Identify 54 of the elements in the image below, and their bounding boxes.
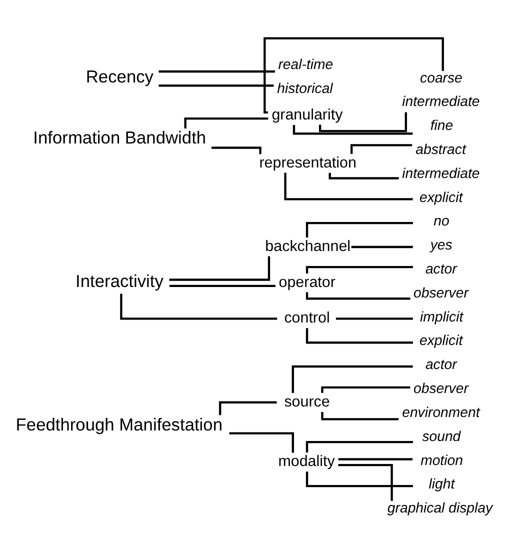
node-text: sound xyxy=(422,427,461,444)
node-text: Feedthrough Manifestation xyxy=(16,414,223,434)
node-text: light xyxy=(428,475,455,492)
node-text: representation xyxy=(259,154,356,171)
node-text: real-time xyxy=(278,56,334,72)
connector xyxy=(169,256,270,280)
connector xyxy=(321,386,410,392)
node-text: explicit xyxy=(420,332,463,348)
node-text: Information Bandwidth xyxy=(33,127,206,148)
connector xyxy=(170,284,276,286)
connector xyxy=(306,471,413,487)
node-text: source xyxy=(284,392,330,410)
node-text: Recency xyxy=(86,66,154,86)
node-text: Interactivity xyxy=(76,270,164,290)
connector xyxy=(306,266,413,273)
node-text: intermediate xyxy=(402,164,480,180)
node-text: observer xyxy=(414,380,468,396)
node-text: actor xyxy=(425,260,457,276)
node-text: environment xyxy=(402,403,480,420)
node-text: granularity xyxy=(272,106,343,124)
connector xyxy=(351,245,413,248)
node-text: control xyxy=(284,309,330,326)
node-text: actor xyxy=(425,356,457,372)
node-text: graphical display xyxy=(387,499,493,516)
connector xyxy=(338,463,393,500)
node-text: intermediate xyxy=(402,92,480,109)
connector xyxy=(306,292,410,300)
node-text: implicit xyxy=(420,308,464,324)
node-text: motion xyxy=(420,451,463,468)
node-text: historical xyxy=(277,80,333,96)
node-text: fine xyxy=(430,116,454,133)
node-text: explicit xyxy=(420,188,463,204)
connector xyxy=(158,84,274,86)
connector xyxy=(318,112,407,132)
connector xyxy=(336,317,413,320)
connector xyxy=(120,293,278,320)
connector xyxy=(306,440,413,452)
connector xyxy=(264,36,444,114)
node-text: backchannel xyxy=(265,238,351,255)
node-text: no xyxy=(434,212,450,228)
node-text: yes xyxy=(430,236,452,252)
connector xyxy=(292,364,413,392)
node-text: modality xyxy=(278,452,335,470)
node-text: observer xyxy=(414,284,468,300)
connector xyxy=(350,144,412,154)
connector xyxy=(219,400,277,415)
connector xyxy=(284,172,413,200)
node-text: coarse xyxy=(420,68,462,85)
connector xyxy=(229,432,294,452)
connector xyxy=(158,70,275,72)
connector xyxy=(321,411,399,420)
node-text: operator xyxy=(278,273,336,290)
node-text: abstract xyxy=(416,140,466,156)
connector xyxy=(338,458,413,460)
